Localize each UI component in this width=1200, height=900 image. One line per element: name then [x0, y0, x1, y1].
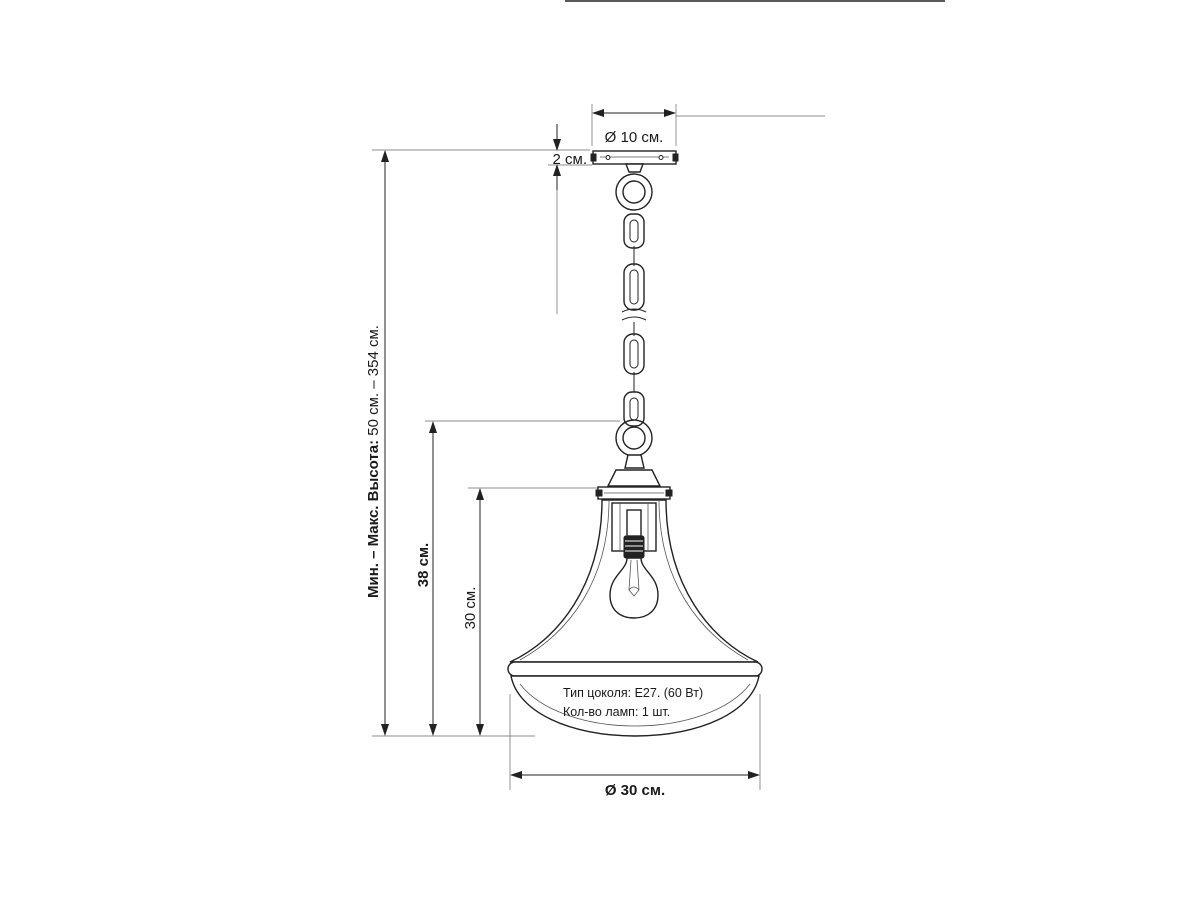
- shade-height-label: 30 см.: [462, 587, 479, 630]
- lamp-height-label: 38 см.: [415, 543, 432, 587]
- height-range-value: 50 см. – 354 см.: [365, 325, 382, 440]
- socket-and-bulb: [609, 502, 659, 619]
- top-ring: [615, 173, 653, 211]
- mount-diameter-label: Ø 10 см.: [605, 129, 664, 146]
- lamp-count-text: Кол-во ламп: 1 шт.: [563, 705, 670, 719]
- chain: [621, 213, 647, 427]
- height-range-text: Мин. – Макс. Высота: 50 см. – 354 см.: [365, 325, 382, 598]
- dimension-lines: [381, 109, 760, 779]
- shade-diameter-label: Ø 30 см.: [605, 782, 665, 799]
- height-range-label: Мин. – Макс. Высота:: [365, 440, 382, 598]
- ceiling-canopy: [590, 150, 679, 173]
- lamp-neck: [595, 454, 673, 500]
- mount-height-label: 2 см.: [553, 151, 588, 168]
- socket-type-text: Тип цоколя: E27. (60 Вт): [563, 686, 703, 700]
